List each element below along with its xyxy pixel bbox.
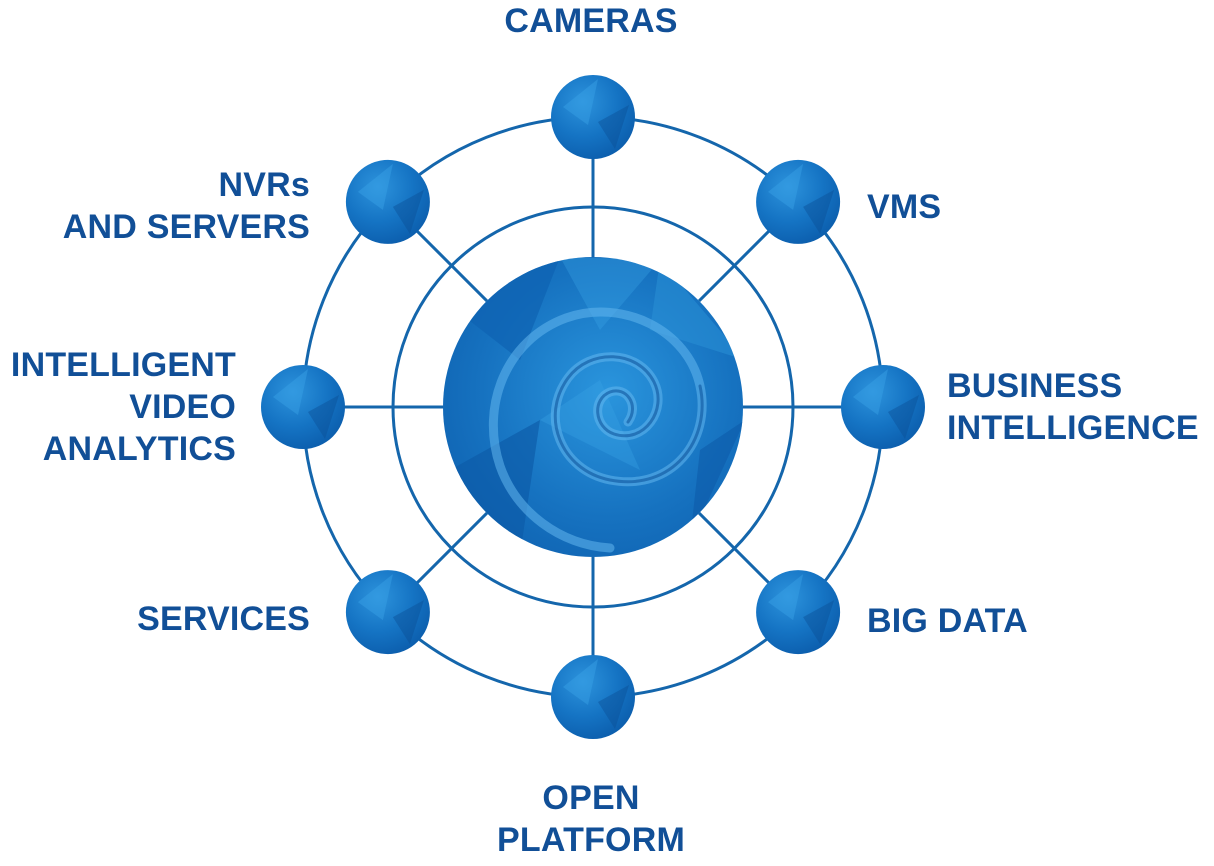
label-services: SERVICES [137,600,310,638]
node-nvrs-and-servers-sphere-icon [345,159,430,244]
node-business-intelligence-sphere-icon [841,365,925,449]
label-nvrs-and-servers: NVRs AND SERVERS [62,166,310,246]
node-cameras-sphere-icon [551,75,635,159]
label-open-platform: OPEN PLATFORM [497,779,685,859]
spoke-lines [303,117,883,697]
node-services-sphere-icon [345,570,430,655]
label-intelligent-video-analytics: INTELLIGENT VIDEO ANALYTICS [10,346,236,468]
node-open-platform-sphere-icon [551,655,635,739]
node-spheres [261,75,925,739]
node-intelligent-video-analytics-sphere-icon [261,365,345,449]
label-business-intelligence: BUSINESS INTELLIGENCE [947,367,1199,447]
spiral-shell-emblem-icon [443,257,743,557]
label-big-data: BIG DATA [867,602,1028,640]
label-cameras: CAMERAS [504,2,678,40]
label-vms: VMS [867,188,942,226]
inner-ring [391,205,795,609]
node-vms-sphere-icon [756,159,841,244]
node-big-data-sphere-icon [756,570,841,655]
